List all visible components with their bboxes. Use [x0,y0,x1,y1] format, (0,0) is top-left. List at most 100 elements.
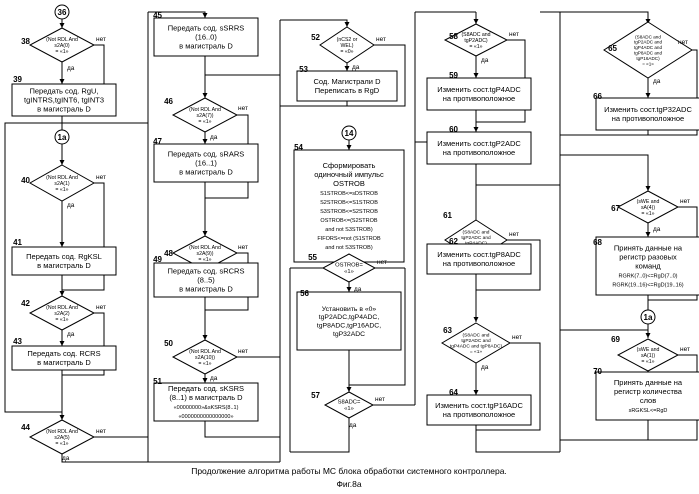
arrowhead [345,66,350,71]
arrowhead [646,333,651,338]
arrowhead [203,93,208,98]
process-text: в магистраль D [179,42,233,51]
process-text: (8..1) в магистраль D [169,393,243,402]
decision-text: tgP2ADC and [461,235,491,241]
process-text: FIFORS<=not (S1STROB [317,236,381,242]
node-number: 67 [611,204,620,213]
decision-text: tgP8ADC and [634,51,663,56]
process-text: регистр количества [614,387,683,396]
process-text: Передать сод. sRARS [168,150,245,159]
node-number: 42 [21,299,30,308]
process-text: слов [640,396,656,405]
decision-text: (S8ADC and [463,229,490,235]
connector-label: 1а [644,313,653,322]
connector-label: 14 [345,129,354,138]
connector-label: 1а [58,133,67,142]
process-text: в магистраль D [37,358,91,367]
arrowhead [347,387,352,392]
arrowhead [203,231,208,236]
process-text: Переписать в RgD [315,86,380,95]
node-number: 55 [308,253,317,262]
branch-label: нет [377,259,387,266]
arrowhead [60,415,65,420]
flow-line [205,421,280,437]
process-text: RGRK(19..16)<=RgD(19..16) [612,283,683,289]
process-text: «00000000»&sKSRS(8..1) [174,405,239,411]
connector-label: 36 [58,8,67,17]
branch-label: да [481,57,489,64]
process-text: Изменить сост.tgP8ADC [437,250,521,259]
decision-text: = «1» [55,317,68,323]
node-number: 66 [593,92,602,101]
branch-label: нет [96,428,106,435]
decision-text: OSTROB= [335,263,363,269]
node-number: 64 [449,388,458,397]
node-number: 58 [449,32,458,41]
process-text: Передать сод. sRCRS [168,267,245,276]
arrowhead [646,186,651,191]
node-number: 54 [294,143,303,152]
process-text: Установить в «0» [322,306,377,313]
process-text: Передать сод. sSRRS [168,24,245,33]
process-text: (8..5) [197,276,215,285]
flow-line [476,164,560,185]
process-text: S2STROB<=S1STROB [320,200,378,206]
branch-label: нет [678,39,688,46]
arrowhead [60,79,65,84]
arrowhead [60,160,65,165]
node-number: 68 [593,238,602,247]
branch-label: да [352,64,360,71]
branch-label: нет [680,198,690,205]
node-number: 69 [611,335,620,344]
process-text: OSTROB [333,179,365,188]
branch-label: нет [680,346,690,353]
process-text: на противоположное [443,94,515,103]
arrowhead [474,73,479,78]
branch-label: нет [238,348,248,355]
branch-label: да [67,65,75,72]
decision-text: tgP2ADC and [461,338,491,344]
flow-line [280,20,347,27]
process-text: на противоположное [443,148,515,157]
decision-text: = «1» [469,44,482,50]
node-number: 49 [153,255,162,264]
process-text: Изменить сост.tgP2ADC [437,139,521,148]
process-text: Передать сод. RCRS [27,349,100,358]
decision-text: tgP4ADC and tgP8ADC) [450,344,503,350]
process-text: Передать сод. RgKSL [26,252,102,261]
decision-text: = «1» [641,211,654,217]
branch-label: да [210,375,218,382]
arrowhead [474,317,479,322]
process-text: tgP2ADC,tgP4ADC, [319,314,380,321]
process-text: в магистраль D [179,285,233,294]
branch-label: да [210,134,218,141]
process-text: Принять данные на [614,244,683,253]
node-number: 63 [443,326,452,335]
node-number: 47 [153,137,162,146]
branch-label: да [62,455,70,462]
decision-text: = «1» [642,61,654,66]
process-text: sRGKSL<=RgD [629,408,668,414]
process-text: Изменить сост.tgP32ADC [604,105,692,114]
decision-text: (S8ADC and [635,34,661,39]
decision-text: tgP2ADC and [634,40,663,45]
arrowhead [203,13,208,18]
arrowhead [203,139,208,144]
node-number: 45 [153,11,162,20]
node-number: 44 [21,423,30,432]
decision-text: = «1» [55,187,68,193]
decision-text: = «1» [55,441,68,447]
process-text: Сформировать [323,161,376,170]
arrowhead [474,390,479,395]
decision-text: = «1» [470,349,482,355]
branch-label: нет [238,105,248,112]
process-text: and not S3STROB) [325,227,373,233]
flow-line [476,430,560,452]
process-text: (16..1) [195,159,217,168]
node-number: 52 [311,33,320,42]
node-number: 51 [153,377,162,386]
decision-text: «1» [344,406,354,412]
branch-label: нет [376,36,386,43]
process-text: (16..0) [195,33,217,42]
node-number: 70 [593,367,602,376]
